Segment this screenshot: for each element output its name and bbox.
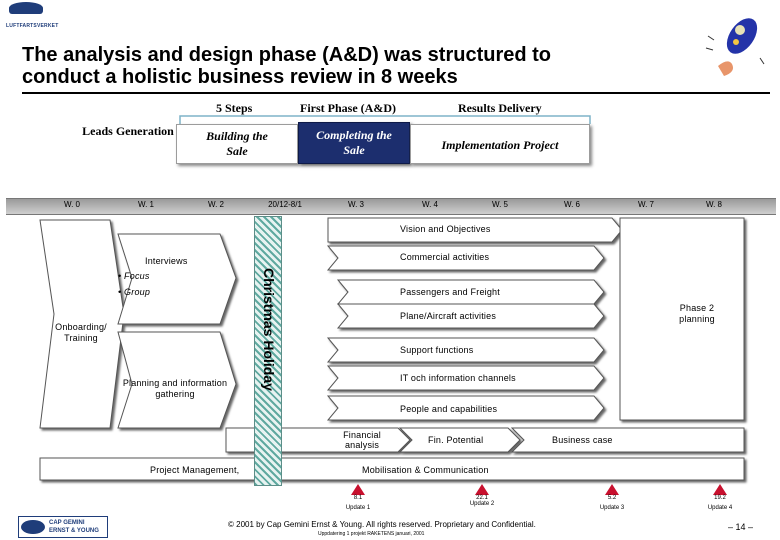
logo-line-1: CAP GEMINI <box>49 520 85 526</box>
milestone-1: 8.1 Update 1 <box>338 484 378 511</box>
activity-arrows <box>39 217 745 481</box>
business-case-arrow <box>510 427 745 453</box>
passengers-label: Passengers and Freight <box>400 287 500 297</box>
planning-label: Planning and information gathering <box>122 378 228 399</box>
milestone-4: 19.2 Update 4 <box>700 484 740 511</box>
milestone-label: Update 2 <box>469 501 495 507</box>
week-5: W. 5 <box>491 200 508 209</box>
results-delivery-label: Results Delivery <box>458 101 542 115</box>
milestone-label: Update 1 <box>345 505 371 511</box>
commercial-arrow <box>326 245 605 271</box>
financial-analysis-label: Financial analysis <box>343 430 381 450</box>
rocket-clipart <box>705 18 765 76</box>
week-4: W. 4 <box>421 200 438 209</box>
vision-arrow <box>327 217 623 243</box>
milestone-label: Update 3 <box>599 505 625 511</box>
people-arrow <box>326 395 605 421</box>
implementation-project-box: Implementation Project <box>410 124 590 164</box>
milestone-triangle-icon <box>475 484 489 495</box>
week-1: W. 1 <box>137 200 154 209</box>
support-label: Support functions <box>400 345 474 355</box>
milestone-label: Update 4 <box>707 505 733 511</box>
project-management-label: Project Management, <box>150 465 240 475</box>
phase2-box <box>619 217 745 421</box>
footer-subnote: Uppdatering 1 projekt RAKETENS januari, … <box>318 531 425 537</box>
plane-label: Plane/Aircraft activities <box>400 311 497 321</box>
it-label: IT och information channels <box>400 373 516 383</box>
people-label: People and capabilities <box>400 404 498 414</box>
copyright-text: © 2001 by Cap Gemini Ernst & Young. All … <box>228 520 536 529</box>
mobilisation-label: Mobilisation & Communication <box>362 465 489 475</box>
business-case-label: Business case <box>552 435 613 445</box>
week-7: W. 7 <box>637 200 654 209</box>
planning-arrow <box>117 331 237 429</box>
milestone-date: 8.1 <box>353 495 363 501</box>
milestone-2: 22.1 Update 2 <box>462 484 502 507</box>
it-arrow <box>326 365 605 391</box>
page-number: – 14 – <box>728 522 754 532</box>
title-line-2: conduct a holistic business review in 8 … <box>22 66 458 88</box>
vision-label: Vision and Objectives <box>400 224 491 234</box>
globe-icon <box>21 520 45 534</box>
completing-the-sale-box: Completing the Sale <box>298 122 410 164</box>
support-arrow <box>326 337 605 363</box>
group-label: • Group <box>118 287 151 297</box>
building-the-sale-box: Building the Sale <box>176 124 298 164</box>
week-holiday: 20/12-8/1 <box>268 200 302 209</box>
interviews-arrow <box>117 233 237 325</box>
milestone-triangle-icon <box>713 484 727 495</box>
week-6: W. 6 <box>563 200 580 209</box>
interviews-label: Interviews <box>145 256 188 266</box>
milestone-date: 5.2 <box>607 495 617 501</box>
milestone-3: 5.2 Update 3 <box>592 484 632 511</box>
week-2: W. 2 <box>207 200 224 209</box>
week-0: W. 0 <box>63 200 80 209</box>
week-timeline-bar <box>6 198 776 215</box>
logo-line-2: ERNST & YOUNG <box>49 528 99 534</box>
phase2-label: Phase 2 planning <box>679 303 715 324</box>
page-title: The analysis and design phase (A&D) was … <box>22 44 682 88</box>
mobilisation-bar <box>39 457 745 481</box>
onboarding-label: Onboarding/ Training <box>55 322 107 343</box>
week-8: W. 8 <box>705 200 722 209</box>
fin-potential-label: Fin. Potential <box>428 435 484 445</box>
cap-gemini-logo: CAP GEMINI ERNST & YOUNG <box>18 516 108 538</box>
onboarding-arrow <box>39 219 125 429</box>
milestone-date: 22.1 <box>476 495 488 501</box>
christmas-holiday-band <box>254 216 282 486</box>
focus-label: • Focus <box>118 271 150 281</box>
milestone-triangle-icon <box>605 484 619 495</box>
christmas-holiday-label: Christmas Holiday <box>261 268 277 391</box>
title-line-1: The analysis and design phase (A&D) was … <box>22 44 552 66</box>
commercial-label: Commercial activities <box>400 252 490 262</box>
fin-potential-arrow <box>398 427 521 453</box>
first-phase-label: First Phase (A&D) <box>300 101 396 115</box>
luftfartsverket-logo: LUFTFARTSVERKET <box>6 2 58 29</box>
leads-generation: Leads Generation <box>82 124 174 138</box>
title-divider <box>22 92 770 94</box>
milestone-date: 19.2 <box>714 495 726 501</box>
phase-bracket <box>179 115 591 124</box>
logo-text: LUFTFARTSVERKET <box>6 23 59 29</box>
milestone-triangle-icon <box>351 484 365 495</box>
week-3: W. 3 <box>347 200 364 209</box>
crown-icon <box>9 2 43 14</box>
steps-label: 5 Steps <box>216 101 253 115</box>
plane-arrow <box>336 303 605 329</box>
